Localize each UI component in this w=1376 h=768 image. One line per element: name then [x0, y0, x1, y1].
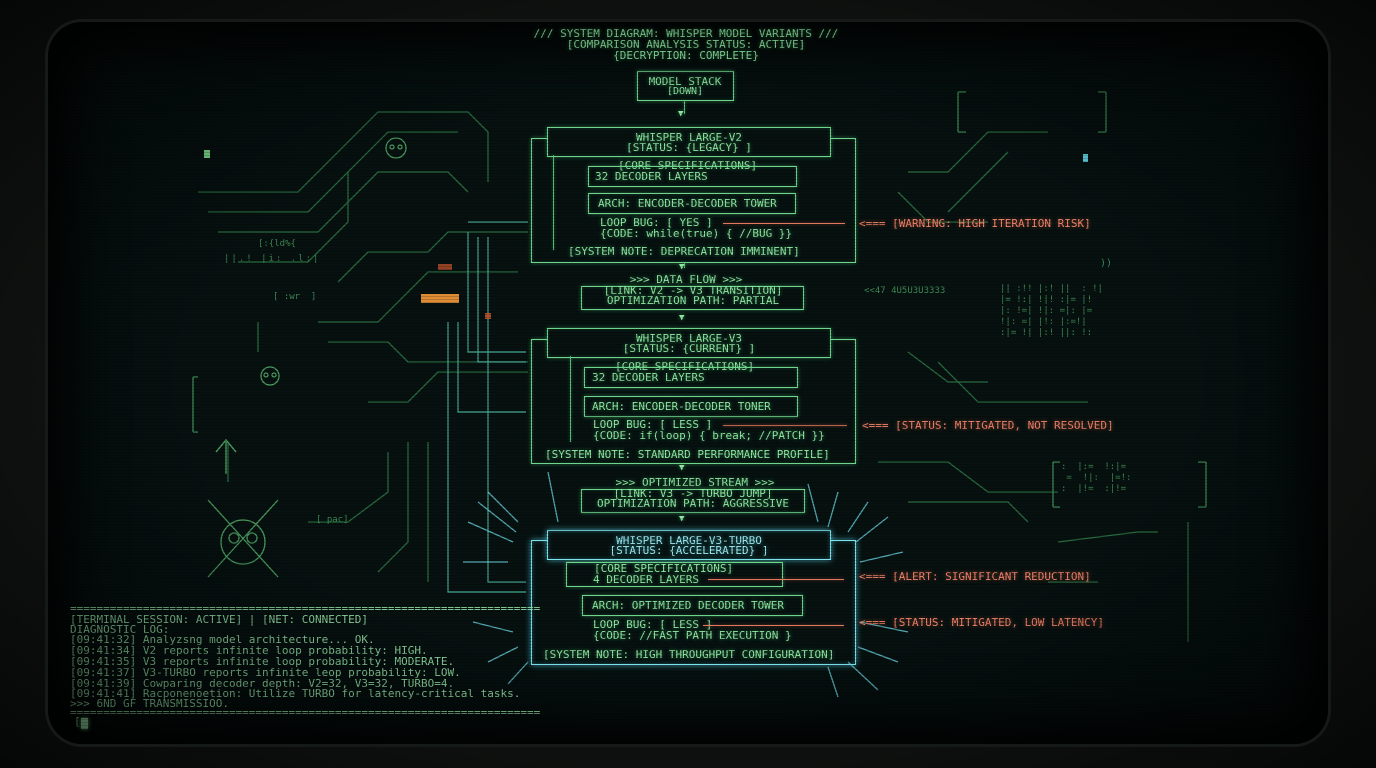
right-decor-panel: : |:= !:|= = !|: |=!: : |!= :|!=: [1061, 462, 1132, 494]
diagram-header-decryption: {DECRYPTION: COMPLETE}: [613, 49, 759, 62]
v2-status: [STATUS: {LEGACY} ]: [626, 141, 752, 154]
v3-callout: <=== [STATUS: MITIGATED, NOT RESOLVED]: [862, 419, 1114, 432]
turbo-code: {CODE: //FAST PATH EXECUTION }: [593, 629, 792, 642]
left-decor-pace: [ pac]: [316, 515, 349, 525]
right-decor-parens: )): [1100, 258, 1113, 269]
model-stack-sub: [DOWN]: [666, 86, 704, 97]
right-decor-code: <<47 4U5U3U3333: [864, 286, 946, 296]
flow1-path: OPTIMIZATION PATH: PARTIAL: [606, 294, 780, 307]
left-decor-bracket: [ :wr ]: [273, 292, 317, 302]
left-decor-brace: [:{ld%{: [258, 239, 296, 249]
v3-callout-line: [723, 425, 847, 426]
v3-status: [STATUS: {CURRENT} ]: [622, 342, 756, 355]
left-decor-bars: ||.! |i: .l:|: [224, 254, 321, 264]
v3-layers: 32 DECODER LAYERS: [592, 371, 705, 384]
v2-layers: 32 DECODER LAYERS: [595, 170, 708, 183]
flow1-down-arrow-icon: ▼: [679, 313, 685, 323]
v3-down-arrow-icon: ▼: [679, 463, 685, 473]
crt-screen: /// SYSTEM DIAGRAM: WHISPER MODEL VARIAN…: [48, 22, 1328, 744]
flow2-path: OPTIMIZATION PATH: AGGRESSIVE: [596, 497, 790, 510]
stack-arrow-line: [684, 100, 685, 114]
v2-arch: ARCH: ENCODER-DECODER TOWER: [598, 197, 777, 210]
terminal-rule-bottom: ========================================…: [70, 706, 541, 719]
turbo-arch: ARCH: OPTIMIZED DECODER TOWER: [592, 599, 785, 612]
turbo-layers-callout-line: [708, 579, 844, 580]
v3-tree-line: [570, 356, 571, 442]
v2-tree-line: [553, 155, 554, 250]
turbo-layers-callout: <=== [ALERT: SIGNIFICANT REDUCTION]: [859, 570, 1091, 583]
v3-arch: ARCH: ENCODER-DECODER TONER: [592, 400, 771, 413]
right-decor-matrix: || :!! |:! || : !| |= !:| !|! :|= |! |: …: [1000, 284, 1103, 338]
turbo-loop-callout-line: [703, 625, 844, 626]
terminal-prompt[interactable]: [: [74, 715, 81, 728]
v2-callout: <=== [WARNING: HIGH ITERATION RISK]: [859, 217, 1091, 230]
turbo-loop-callout: <=== [STATUS: MITIGATED, LOW LATENCY]: [859, 616, 1105, 629]
v2-code: {CODE: while(true) { //BUG }}: [600, 227, 793, 240]
terminal-cursor: [81, 718, 88, 729]
flow2-down-arrow-icon: ▼: [679, 514, 685, 524]
turbo-layers: 4 DECODER LAYERS: [593, 573, 699, 586]
v2-callout-line: [723, 223, 845, 224]
v3-code: {CODE: if(loop) { break; //PATCH }}: [593, 429, 825, 442]
v2-system-note: [SYSTEM NOTE: DEPRECATION IMMINENT]: [568, 245, 800, 258]
turbo-status: [STATUS: {ACCELERATED} ]: [609, 544, 769, 557]
v3-system-note: [SYSTEM NOTE: STANDARD PERFORMANCE PROFI…: [545, 448, 830, 461]
stack-arrow-icon: ▼: [678, 109, 684, 119]
turbo-system-note: [SYSTEM NOTE: HIGH THROUGHPUT CONFIGURAT…: [543, 648, 835, 661]
v2-down-arrow-icon: ▼: [679, 262, 685, 272]
